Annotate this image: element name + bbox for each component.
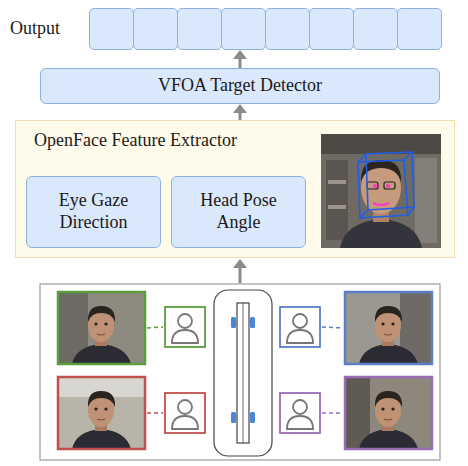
feature-box: Head Pose Angle xyxy=(171,176,306,248)
participant-photo xyxy=(58,377,145,449)
flow-arrow xyxy=(233,50,247,68)
output-cell xyxy=(265,8,310,50)
person-icon xyxy=(280,307,320,347)
process-box: VFOA Target Detector xyxy=(40,68,440,104)
participant-photo xyxy=(345,292,432,364)
person-icon xyxy=(165,393,205,433)
meeting-table xyxy=(214,290,272,456)
panel-title: OpenFace Feature Extractor xyxy=(34,130,237,152)
output-cell xyxy=(353,8,398,50)
output-cell xyxy=(133,8,178,50)
box-label: Eye Gaze Direction xyxy=(35,190,152,233)
output-cell xyxy=(309,8,354,50)
output-cell xyxy=(89,8,134,50)
scene-frame xyxy=(40,284,440,460)
person-icon xyxy=(280,393,320,433)
participant-photo xyxy=(58,292,145,364)
row-label: Output xyxy=(10,18,60,40)
person-icon xyxy=(165,307,205,347)
input-arrow xyxy=(239,268,242,283)
output-cell xyxy=(397,8,442,50)
feature-box: Eye Gaze Direction xyxy=(26,176,161,248)
flow-arrow xyxy=(233,104,247,120)
participant-photo xyxy=(345,377,432,449)
input-arrow-head xyxy=(233,259,247,268)
module-panel: OpenFace Feature ExtractorEye Gaze Direc… xyxy=(15,120,455,258)
output-row: Output xyxy=(10,8,442,50)
output-cell xyxy=(177,8,222,50)
output-cell xyxy=(221,8,266,50)
output-cells xyxy=(90,8,442,50)
box-label: VFOA Target Detector xyxy=(158,75,322,97)
box-label: Head Pose Angle xyxy=(180,190,297,233)
